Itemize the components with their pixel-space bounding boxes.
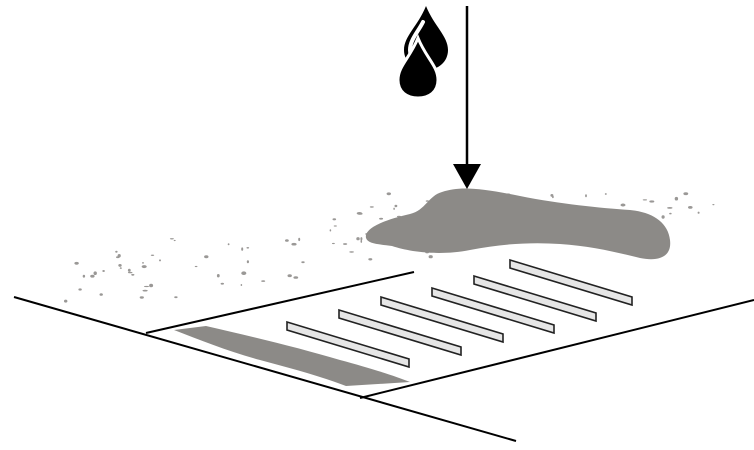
- speckle: [620, 203, 626, 207]
- speckle: [119, 267, 122, 269]
- speckle: [78, 288, 82, 291]
- mat-top-edge: [145, 271, 415, 334]
- speckle: [301, 261, 305, 264]
- mat-strips: [286, 258, 633, 369]
- speckle: [82, 274, 86, 278]
- speckle: [369, 206, 374, 208]
- speckle: [585, 194, 587, 198]
- speckle: [169, 238, 174, 240]
- mat-strip: [286, 320, 410, 369]
- speckle: [356, 237, 360, 241]
- speckle: [425, 200, 430, 202]
- speckle: [333, 225, 337, 227]
- speckle: [649, 200, 655, 203]
- speckle: [428, 255, 433, 259]
- speckle: [697, 211, 700, 214]
- speckle: [63, 299, 68, 303]
- speckle: [241, 247, 244, 251]
- speckle: [394, 204, 398, 208]
- speckle: [246, 247, 250, 249]
- speckle: [144, 285, 149, 288]
- mat-strip: [509, 258, 633, 307]
- speckle: [216, 274, 220, 278]
- speckle: [93, 271, 97, 276]
- speckle: [115, 250, 118, 253]
- floor-edge-left: [13, 296, 517, 442]
- speckle: [142, 262, 144, 264]
- mat-strip: [431, 286, 555, 335]
- speckle: [246, 260, 249, 264]
- speckle: [669, 212, 672, 215]
- floor-edge-right: [359, 299, 754, 399]
- speckle: [357, 212, 363, 215]
- speckle: [674, 196, 679, 201]
- speckle: [102, 270, 105, 272]
- speckle: [386, 192, 391, 196]
- speckle: [142, 289, 148, 292]
- speckle: [241, 271, 247, 276]
- speckle: [127, 268, 131, 272]
- speckle: [332, 218, 337, 221]
- water-drop-lower: [396, 33, 440, 100]
- speckle: [204, 255, 209, 259]
- speckle: [712, 204, 715, 206]
- speckle: [329, 229, 332, 232]
- speckle: [131, 273, 135, 276]
- speckle: [99, 293, 103, 296]
- speckle: [298, 237, 301, 242]
- speckle: [642, 199, 648, 201]
- speckle: [331, 242, 335, 245]
- speckle: [174, 296, 178, 299]
- mat-strip: [338, 308, 462, 357]
- speckle: [127, 271, 133, 274]
- speckle: [349, 251, 354, 253]
- speckle: [159, 259, 161, 262]
- speckle: [194, 265, 198, 268]
- speckle: [139, 296, 144, 299]
- down-arrow-icon: [453, 164, 481, 189]
- speckle: [285, 239, 289, 242]
- speckle: [343, 243, 348, 245]
- speckle: [683, 192, 689, 196]
- speckle: [227, 243, 230, 246]
- speckle: [550, 194, 554, 197]
- speckle: [141, 265, 147, 269]
- speckle: [604, 193, 607, 195]
- speckle: [150, 254, 155, 256]
- upper-stain-puddle: [365, 188, 671, 260]
- speckle: [149, 283, 154, 288]
- water-drops-icon: [396, 6, 448, 100]
- speckle: [118, 264, 122, 267]
- speckle: [667, 207, 673, 209]
- speckle: [220, 282, 224, 285]
- speckle: [293, 276, 299, 279]
- mat-strip: [380, 295, 504, 344]
- speckle: [688, 206, 693, 209]
- speckle: [173, 239, 176, 242]
- speckle: [360, 239, 363, 243]
- speckle: [360, 237, 363, 241]
- speckle: [240, 284, 243, 286]
- speckle: [117, 254, 121, 258]
- mat-strip: [473, 274, 597, 323]
- speckle: [393, 207, 395, 210]
- speckle: [90, 274, 95, 278]
- speckle: [291, 242, 297, 246]
- speckle: [661, 215, 665, 219]
- speckle: [261, 280, 266, 282]
- speckle: [287, 274, 292, 278]
- speckle: [379, 217, 384, 220]
- speckle: [74, 261, 79, 265]
- speckle: [368, 258, 373, 261]
- lower-stain-smear: [174, 326, 410, 386]
